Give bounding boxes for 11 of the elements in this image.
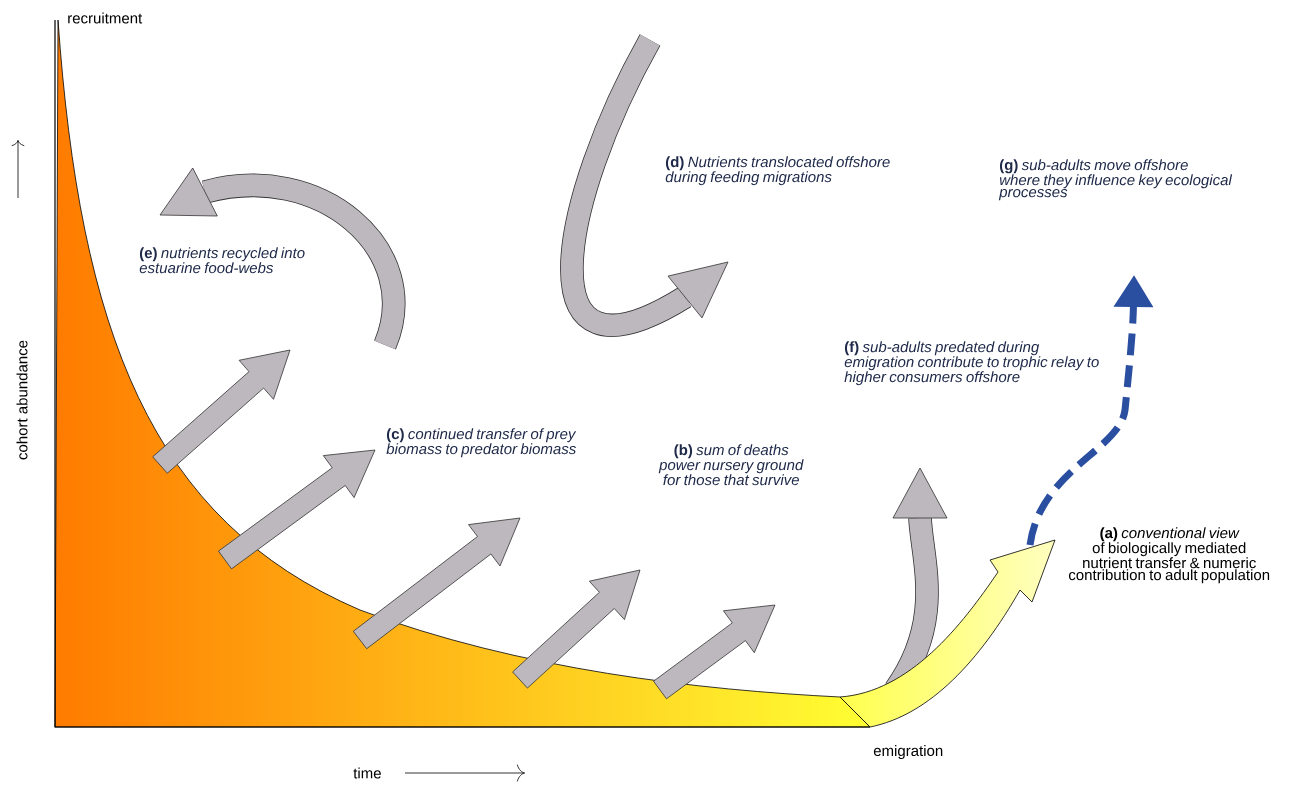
callout-text: (b) sum of deaths power nursery ground for those that survive (658, 444, 804, 486)
axis-label: emigration (873, 745, 943, 759)
callout-text: (a) conventional view of biologically mediated nutrient transfer & numeric contribution to adult population (1068, 527, 1270, 584)
callout-text: (e) nutrients recycled into estuarine food-webs (139, 247, 305, 274)
axis-label: time (353, 767, 381, 779)
callout-text: (f) sub-adults predated during emigration contribute to trophic relay to higher consumers offshore (844, 341, 1099, 386)
callout-text: (c) continued transfer of prey biomass to predator biomass (386, 428, 577, 458)
callout-text: (g) sub-adults move offshore where they influence key ecological processes (998, 159, 1233, 201)
axis-label: recruitment (68, 12, 143, 24)
callout-text: (d) Nutrients translocated offshore during feeding migrations (665, 156, 890, 186)
axis-label: cohort abundance (16, 340, 28, 460)
